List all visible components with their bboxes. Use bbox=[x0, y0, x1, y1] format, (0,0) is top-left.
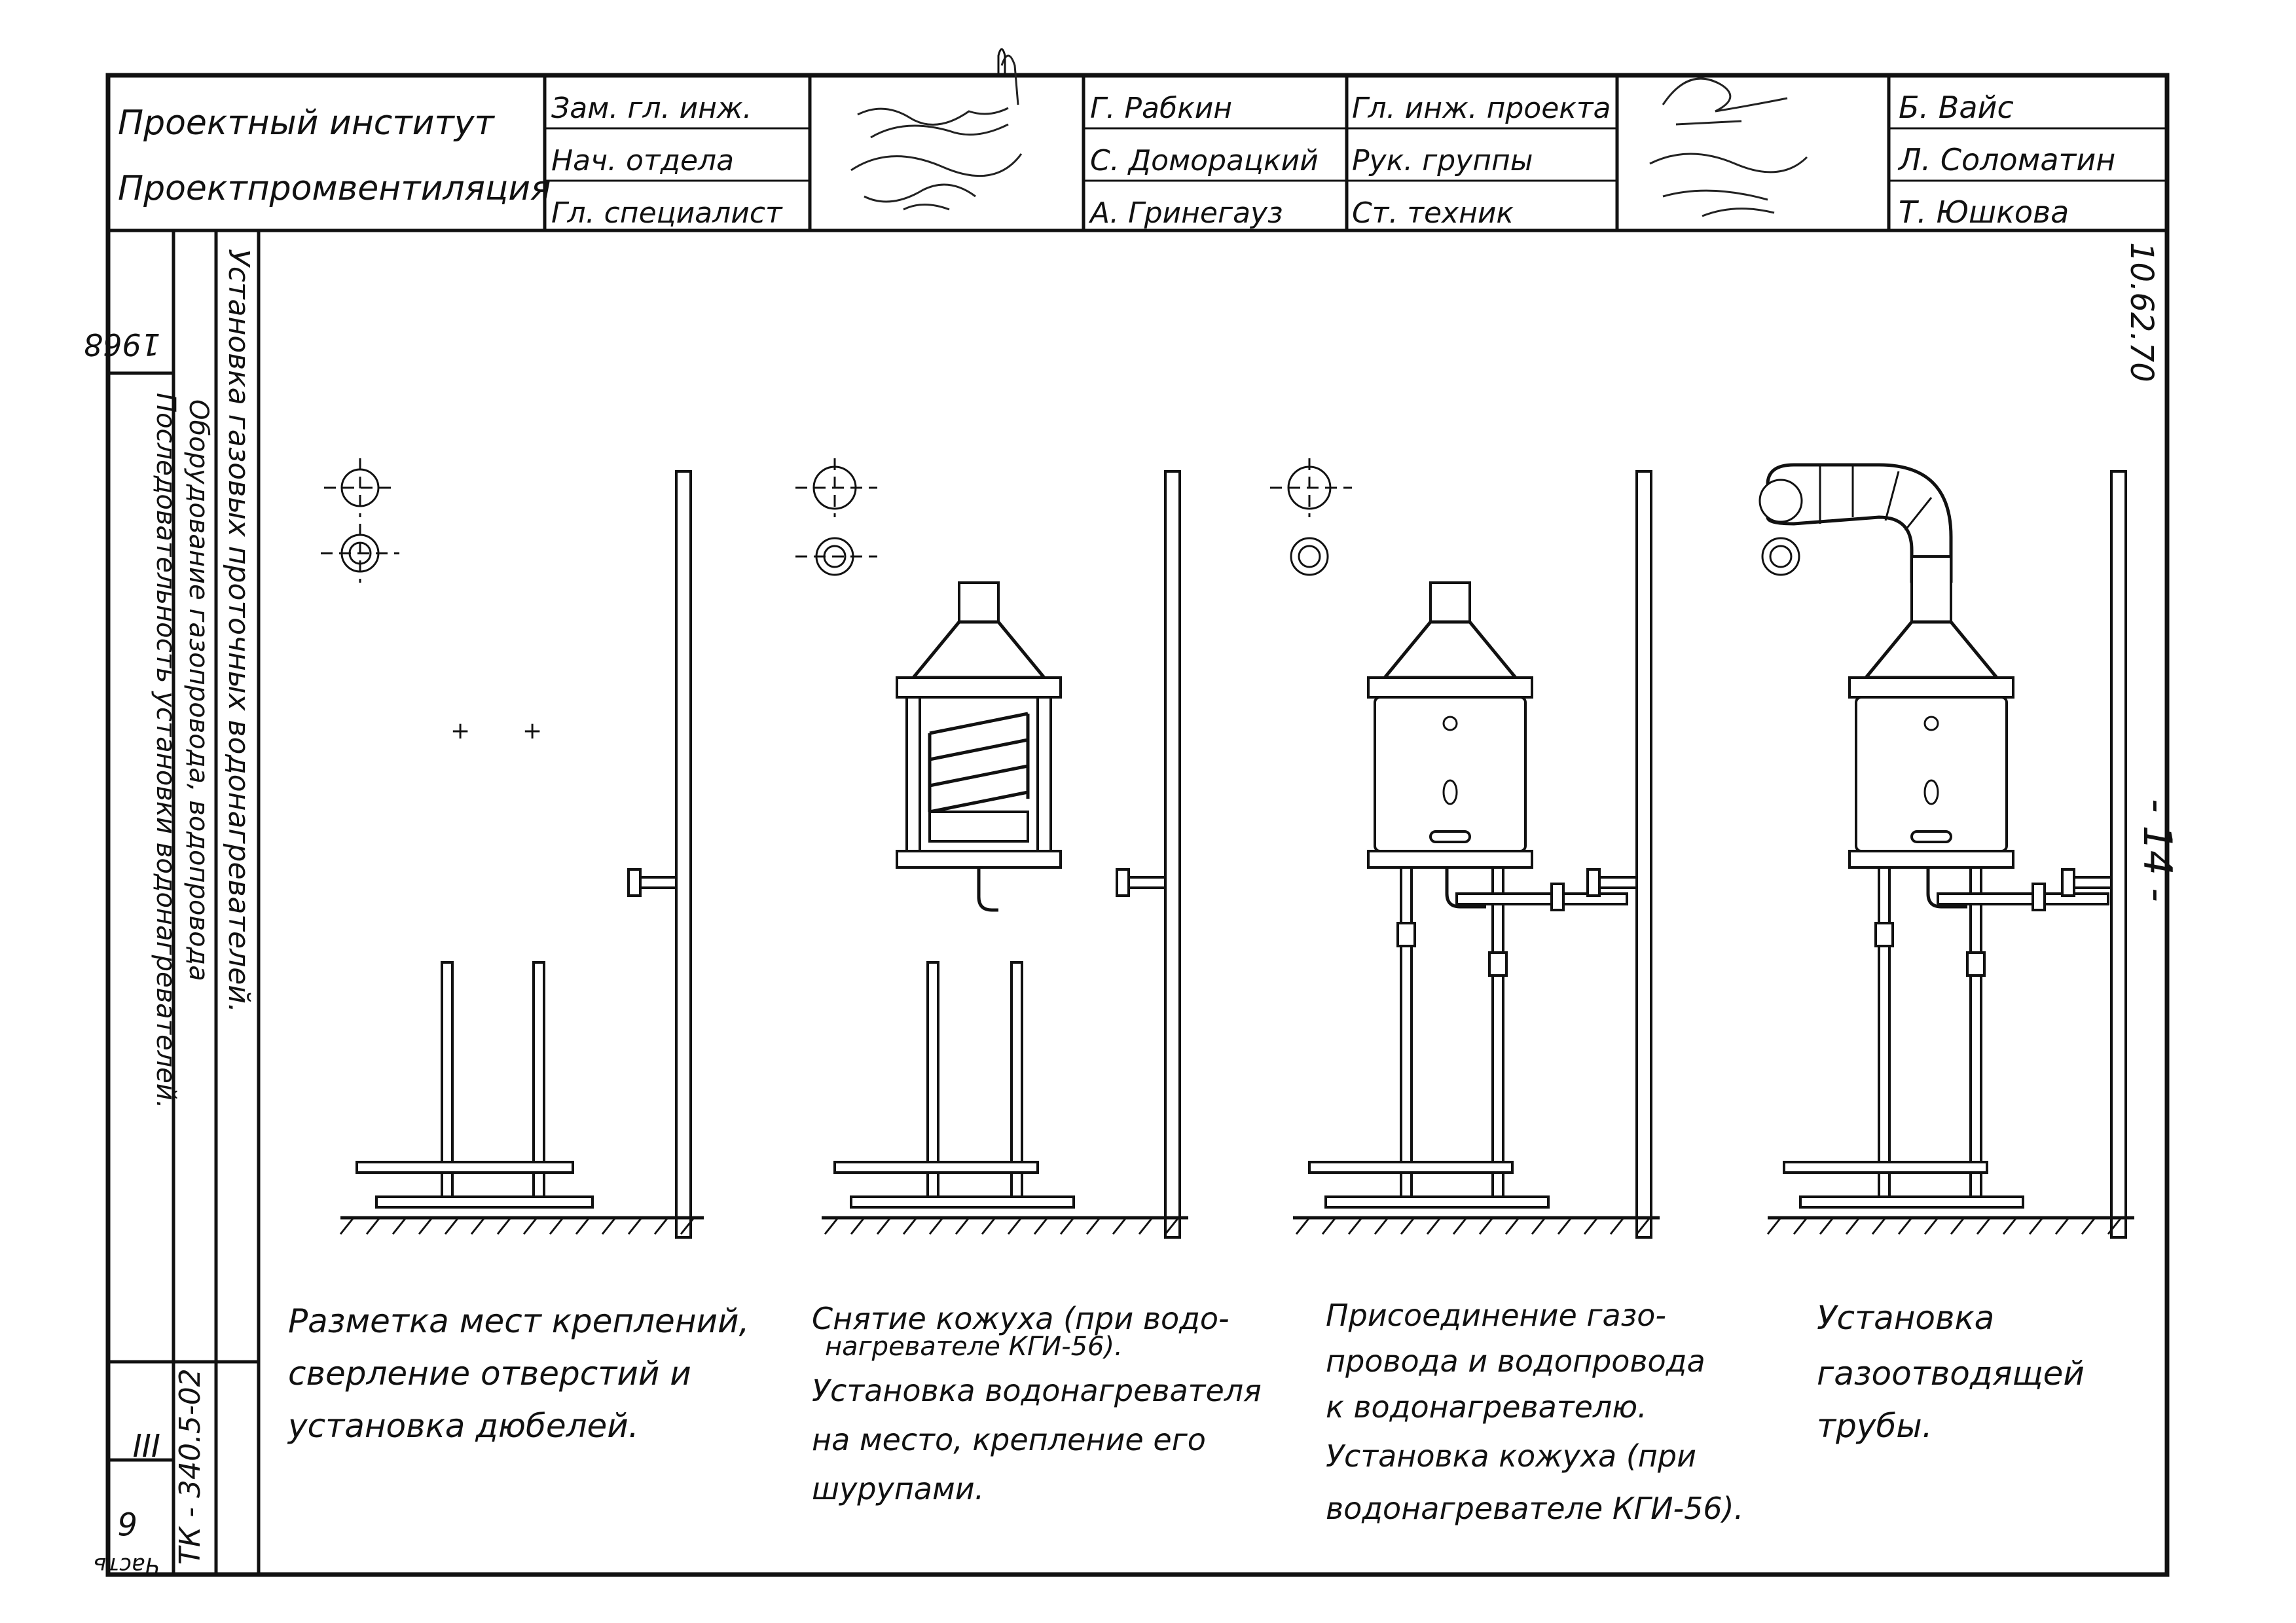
drawing-code: 10.62.70 bbox=[2123, 242, 2160, 382]
step-2-diagram bbox=[795, 458, 1188, 1239]
side-sheet-no: 6 bbox=[117, 1504, 137, 1541]
side-section: III bbox=[133, 1426, 160, 1463]
name-left-3: А. Гринегауз bbox=[1088, 196, 1283, 230]
page-number: - 14 - bbox=[2134, 799, 2180, 902]
side-series: ТК - 340.5-02 bbox=[173, 1368, 207, 1565]
svg-text:трубы.: трубы. bbox=[1817, 1407, 1933, 1445]
step-4-caption: Установка газоотводящей трубы. bbox=[1817, 1299, 2085, 1445]
role-left-3: Гл. специалист bbox=[551, 196, 783, 230]
svg-text:нагревателе КГИ-56).: нагревателе КГИ-56). bbox=[825, 1332, 1123, 1362]
svg-text:Установка кожуха (при: Установка кожуха (при bbox=[1326, 1438, 1696, 1474]
step-3-caption: Присоединение газо- провода и водопровод… bbox=[1326, 1298, 1743, 1526]
side-sheet-label: Часть bbox=[93, 1552, 160, 1578]
role-right-3: Ст. техник bbox=[1352, 196, 1514, 230]
side-year: 1968 bbox=[84, 327, 160, 362]
svg-text:Снятие кожуха (при водо-: Снятие кожуха (при водо- bbox=[812, 1301, 1230, 1336]
step-1-diagram: + + bbox=[321, 458, 704, 1239]
svg-text:Разметка мест креплений,: Разметка мест креплений, bbox=[288, 1302, 749, 1340]
role-left-2: Нач. отдела bbox=[551, 144, 734, 177]
svg-text:+: + bbox=[522, 718, 542, 744]
outer-frame bbox=[105, 73, 2170, 1577]
side-desc-1: Установка газовых проточных водонагреват… bbox=[222, 249, 255, 1013]
name-right-2: Л. Соломатин bbox=[1897, 142, 2115, 177]
svg-text:провода и водопровода: провода и водопровода bbox=[1326, 1343, 1705, 1379]
svg-text:газоотводящей: газоотводящей bbox=[1817, 1355, 2085, 1393]
signature-right bbox=[1649, 77, 1808, 217]
svg-text:+: + bbox=[450, 718, 470, 744]
role-left-1: Зам. гл. инж. bbox=[551, 92, 752, 125]
svg-text:установка дюбелей.: установка дюбелей. bbox=[287, 1407, 639, 1445]
svg-text:шурупами.: шурупами. bbox=[812, 1471, 984, 1506]
step-3-diagram bbox=[1270, 458, 1660, 1239]
name-right-3: Т. Юшкова bbox=[1899, 194, 2069, 230]
svg-text:сверление отверстий и: сверление отверстий и bbox=[288, 1355, 691, 1393]
role-right-2: Рук. группы bbox=[1352, 144, 1533, 177]
svg-text:Присоединение газо-: Присоединение газо- bbox=[1326, 1298, 1666, 1333]
name-right-1: Б. Вайс bbox=[1899, 90, 2014, 125]
org-line1: Проектный институт bbox=[118, 103, 496, 143]
side-desc-2: Последовательность установки водонагрева… bbox=[151, 393, 181, 1108]
step-1-caption: Разметка мест креплений, сверление отвер… bbox=[287, 1302, 749, 1445]
svg-text:Установка: Установка bbox=[1817, 1299, 1994, 1337]
svg-text:на место, крепление его: на место, крепление его bbox=[812, 1422, 1206, 1457]
role-right-1: Гл. инж. проекта bbox=[1352, 92, 1611, 125]
svg-text:к водонагревателю.: к водонагревателю. bbox=[1326, 1389, 1647, 1425]
name-left-2: С. Доморацкий bbox=[1090, 144, 1319, 177]
svg-text:Установка водонагревателя: Установка водонагревателя bbox=[812, 1373, 1262, 1408]
signature-left bbox=[850, 54, 1023, 211]
svg-text:водонагревателе КГИ-56).: водонагревателе КГИ-56). bbox=[1326, 1491, 1743, 1526]
side-desc-3: Оборудование газопровода, водопровода bbox=[183, 399, 213, 981]
org-line2: Проектпромвентиляция bbox=[118, 169, 551, 208]
step-2-caption: Снятие кожуха (при водо- нагревателе КГИ… bbox=[812, 1301, 1262, 1506]
name-left-1: Г. Рабкин bbox=[1090, 92, 1232, 125]
step-4-diagram bbox=[1758, 463, 2134, 1239]
